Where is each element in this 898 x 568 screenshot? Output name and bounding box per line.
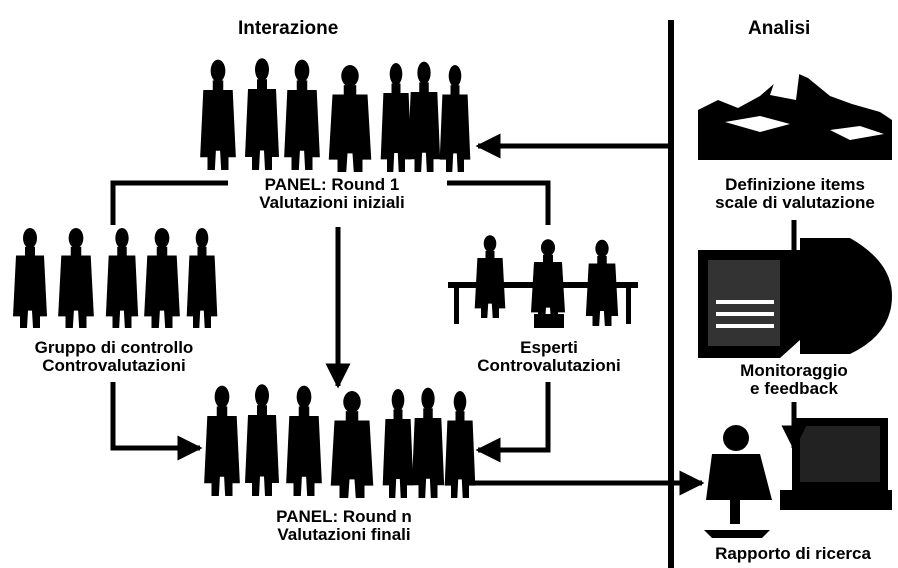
panel-round1-subtitle: Valutazioni iniziali xyxy=(232,194,432,212)
computer-user-icon xyxy=(704,418,892,538)
panel-roundn-subtitle: Valutazioni finali xyxy=(244,526,444,544)
control-group-label: Gruppo di controllo Controvalutazioni xyxy=(6,339,222,375)
experts-meeting-icon xyxy=(448,235,638,328)
monitoring-title: Monitoraggio xyxy=(704,362,884,380)
definition-label: Definizione items scale di valutazione xyxy=(694,176,896,212)
monitoring-label: Monitoraggio e feedback xyxy=(704,362,884,398)
experts-subtitle: Controvalutazioni xyxy=(454,357,644,375)
panel-roundn-title: PANEL: Round n xyxy=(244,508,444,526)
monitoring-screen-icon xyxy=(698,238,892,358)
definition-subtitle: scale di valutazione xyxy=(694,194,896,212)
heading-analysis: Analisi xyxy=(748,19,810,39)
control-group-subtitle: Controvalutazioni xyxy=(6,357,222,375)
experts-label: Esperti Controvalutazioni xyxy=(454,339,644,375)
landscape-photo-icon xyxy=(698,60,892,160)
panel-round1-title: PANEL: Round 1 xyxy=(232,176,432,194)
heading-interaction: Interazione xyxy=(238,19,338,39)
panel-roundn-people-icon xyxy=(204,384,475,498)
control-group-people-icon xyxy=(13,228,217,328)
report-label: Rapporto di ricerca xyxy=(690,545,896,563)
round1-to-control-connector xyxy=(113,183,228,225)
panel-round1-label: PANEL: Round 1 Valutazioni iniziali xyxy=(232,176,432,212)
panel-round1-people-icon xyxy=(200,58,470,172)
experts-title: Esperti xyxy=(454,339,644,357)
divider-line xyxy=(668,20,674,568)
experts-to-roundn-arrow xyxy=(478,382,548,450)
control-to-roundn-arrow xyxy=(113,382,200,448)
round1-to-experts-connector xyxy=(447,183,548,225)
monitoring-subtitle: e feedback xyxy=(704,380,884,398)
definition-title: Definizione items xyxy=(694,176,896,194)
control-group-title: Gruppo di controllo xyxy=(6,339,222,357)
panel-roundn-label: PANEL: Round n Valutazioni finali xyxy=(244,508,444,544)
